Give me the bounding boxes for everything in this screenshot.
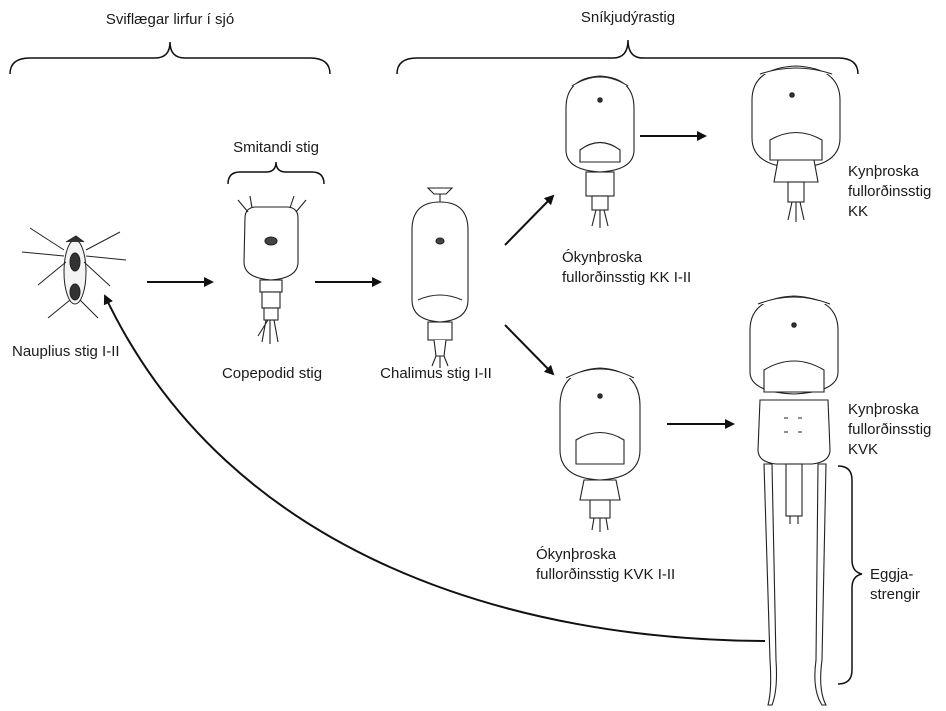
nauplius-label: Nauplius stig I-II (12, 342, 120, 362)
preadult-male-drawing (566, 76, 634, 228)
infective-stage-label: Smitandi stig (233, 138, 319, 158)
egg-string-left (764, 464, 777, 705)
chalimus-drawing (412, 188, 468, 368)
egg-strings-brace (838, 466, 862, 684)
egg-strings-label: Eggja- strengir (870, 565, 920, 605)
infective-brace (228, 162, 324, 184)
nauplius-drawing (22, 228, 126, 318)
adult-female-drawing (750, 296, 838, 705)
adult-female-label: Kynþroska fullorðinsstig KVK (848, 400, 931, 460)
adult-male-drawing (752, 66, 840, 222)
preadult-female-label: Ókynþroska fullorðinsstig KVK I-II (536, 545, 675, 585)
egg-string-right (815, 464, 826, 705)
adult-male-label: Kynþroska fullorðinsstig KK (848, 162, 931, 222)
planktonic-brace (10, 42, 330, 74)
preadult-female-drawing (560, 368, 640, 532)
planktonic-larvae-label: Sviflægar lirfur í sjó (106, 10, 234, 30)
arrow-chalimus-to-preadult-female (505, 325, 553, 374)
arrow-chalimus-to-preadult-male (505, 196, 553, 245)
copepodid-label: Copepodid stig (222, 364, 322, 384)
chalimus-label: Chalimus stig I-II (380, 364, 492, 384)
preadult-male-label: Ókynþroska fullorðinsstig KK I-II (562, 248, 691, 288)
parasitic-stages-label: Sníkjudýrastig (581, 8, 675, 28)
copepodid-drawing (238, 196, 306, 344)
